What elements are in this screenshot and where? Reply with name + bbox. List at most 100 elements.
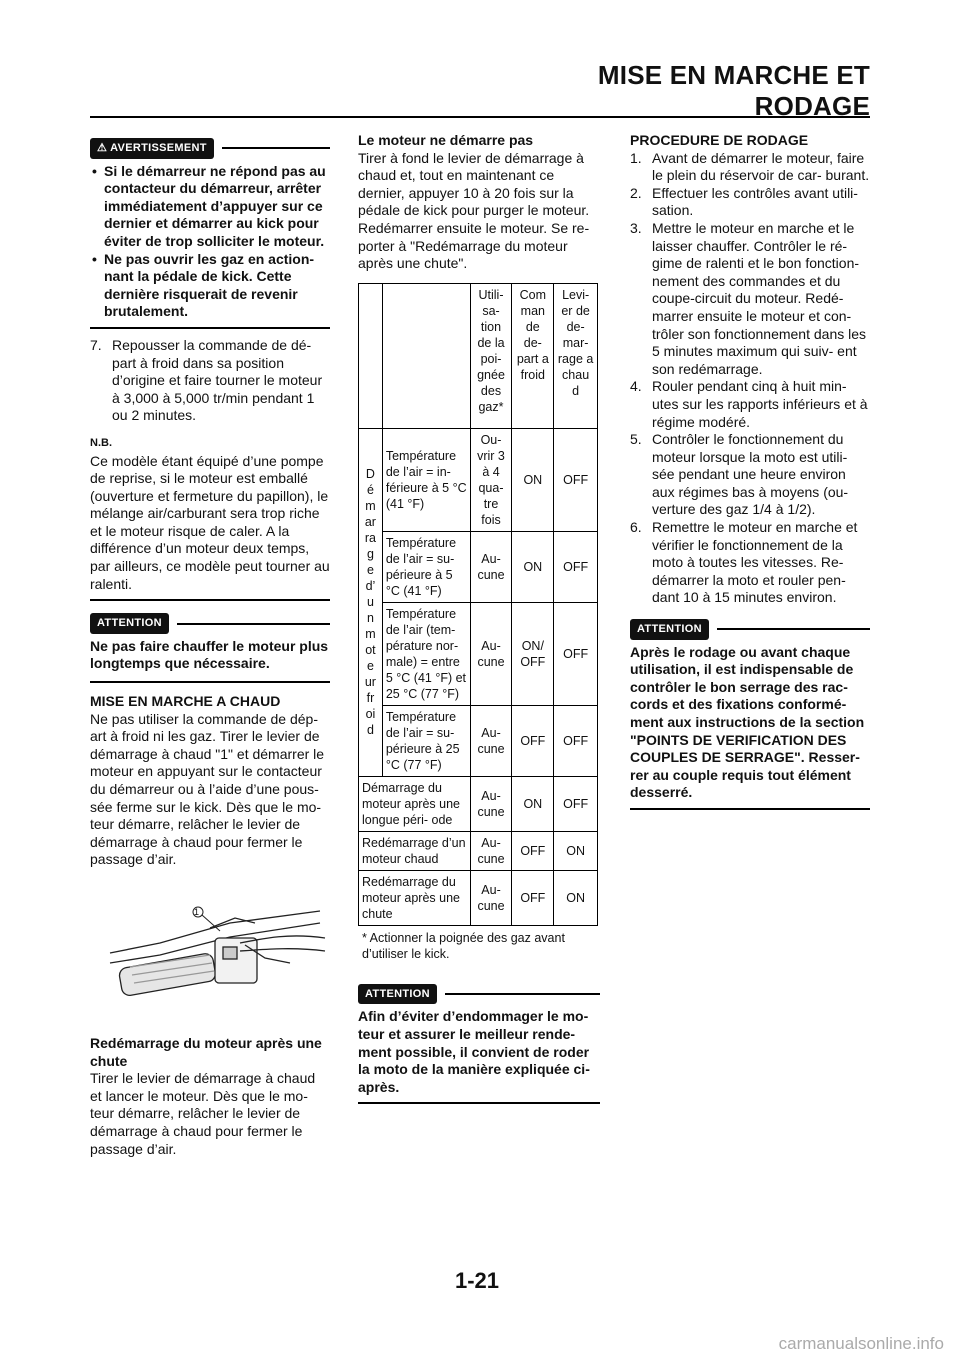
table-cell: Au- cune xyxy=(469,704,513,777)
table-cell: Température de l’air (tem- pérature nor-… xyxy=(381,601,471,706)
table-cell: Température de l’air = in- férieure à 5 … xyxy=(381,427,471,532)
table-cell: Redémarrage d’un moteur chaud xyxy=(358,830,471,871)
group-label: D é m ar ra g e d’ u n m ot e ur fr oi d xyxy=(358,427,383,777)
section-title: PROCEDURE DE RODAGE xyxy=(630,132,809,148)
step-number: 5. xyxy=(630,431,642,448)
step-number: 4. xyxy=(630,378,642,395)
table-row: Température de l’air = su- périeure à 25… xyxy=(359,704,598,777)
page-title: MISE EN MARCHE ET RODAGE xyxy=(597,60,870,121)
table-header: Com man de de- part a froid xyxy=(511,282,555,429)
step-text: Remettre le moteur en marche et vérifier… xyxy=(652,519,858,606)
table-cell: OFF xyxy=(553,530,598,603)
attention-badge: ATTENTION xyxy=(358,983,437,1005)
list-item: Si le démarreur ne répond pas au contact… xyxy=(90,163,330,251)
table-cell: ON xyxy=(511,530,555,603)
step-list: 1. Avant de démarrer le moteur, faire le … xyxy=(630,150,870,607)
table-header: Levi- er de de- mar- rage a chau d xyxy=(553,282,598,429)
attention-header: ATTENTION xyxy=(358,983,600,1005)
table-cell: OFF xyxy=(511,704,555,777)
hot-start-lever-illustration xyxy=(109,906,326,996)
warning-triangle-icon: ⚠ xyxy=(97,142,108,154)
note-block: N.B. Ce modèle étant équipé d’une pompe … xyxy=(90,435,330,593)
table-row: Redémarrage d’un moteur chaud Au- cune O… xyxy=(358,830,598,871)
table-row: Démarrage du moteur après une longue pér… xyxy=(358,775,598,832)
section-text: Tirer le levier de démarrage à chaud et … xyxy=(90,1070,316,1157)
page-number: 1-21 xyxy=(455,1268,500,1293)
watermark: carmanualsonline.info xyxy=(778,1334,944,1353)
warning-badge: ⚠ AVERTISSEMENT xyxy=(90,138,214,159)
warning-list: Si le démarreur ne répond pas au contact… xyxy=(90,163,330,321)
section-text: Tirer à fond le levier de démarrage à ch… xyxy=(358,149,590,272)
table-header-row: Utili- sa- tion de la poi- gnée des gaz*… xyxy=(358,282,598,429)
warning-header: ⚠ AVERTISSEMENT xyxy=(90,138,330,159)
step-number: 3. xyxy=(630,219,642,236)
header-rule xyxy=(90,116,870,118)
step-text: Mettre le moteur en marche et le laisser… xyxy=(652,219,867,377)
list-item: 4. Rouler pendant cinq à huit min- utes s… xyxy=(630,378,870,431)
table-cell: Démarrage du moteur après une longue pér… xyxy=(358,775,471,832)
table-cell: ON xyxy=(511,427,555,532)
list-item: 1. Avant de démarrer le moteur, faire le … xyxy=(630,150,870,185)
list-item: 3. Mettre le moteur en marche et le laiss… xyxy=(630,220,870,378)
handlebar-figure: 1 xyxy=(90,883,330,1023)
attention-text: Afin d’éviter d’endommager le mo- teur e… xyxy=(358,1008,590,1095)
table-cell: Température de l’air = su- périeure à 25… xyxy=(381,704,471,777)
table-row: D é m ar ra g e d’ u n m ot e ur fr oi d… xyxy=(358,427,598,777)
table-row: Redémarrage du moteur après une chute Au… xyxy=(358,869,598,926)
table-cell: Redémarrage du moteur après une chute xyxy=(358,869,471,926)
section-title: Redémarrage du moteur après une chute xyxy=(90,1034,322,1069)
divider xyxy=(90,681,330,684)
table-cell: Au- cune xyxy=(469,775,513,832)
table-row: Température de l’air = su- périeure à 5 … xyxy=(359,530,598,603)
note-label: N.B. xyxy=(90,436,112,449)
column-2: Le moteur ne démarre pas Tirer à fond le… xyxy=(358,132,600,1105)
table-header: Utili- sa- tion de la poi- gnée des gaz* xyxy=(469,282,513,429)
table-cell: Ou- vrir 3 à 4 qua- tre fois xyxy=(469,427,513,532)
attention-badge: ATTENTION xyxy=(630,619,709,640)
table-cell: ON xyxy=(553,830,598,871)
divider xyxy=(630,807,870,810)
divider xyxy=(358,1102,600,1105)
table-cell: Au- cune xyxy=(469,830,513,871)
attention-text: Après le rodage ou avant chaque utilisat… xyxy=(630,643,865,801)
attention-badge: ATTENTION xyxy=(90,613,169,634)
table-cell: Au- cune xyxy=(469,601,513,706)
step-text: Repousser la commande de dé- part à froi… xyxy=(112,336,323,424)
step-text: Rouler pendant cinq à huit min- utes sur… xyxy=(652,378,868,430)
step-list: 7. Repousser la commande de dé- part à f… xyxy=(90,337,330,425)
table-cell: ON xyxy=(511,775,555,832)
step-number: 6. xyxy=(630,519,642,536)
table-cell: OFF xyxy=(511,830,555,871)
list-item: 2. Effectuer les contrôles avant utili- s… xyxy=(630,185,870,220)
attention-header: ATTENTION xyxy=(630,619,870,640)
section-title: MISE EN MARCHE A CHAUD xyxy=(90,693,281,710)
table-cell: OFF xyxy=(553,427,598,532)
divider xyxy=(90,599,330,602)
table-cell: OFF xyxy=(511,869,555,926)
step-text: Avant de démarrer le moteur, faire le pl… xyxy=(652,149,870,184)
step-text: Contrôler le fonctionnement du moteur lo… xyxy=(652,431,849,518)
attention-header: ATTENTION xyxy=(90,613,330,634)
attention-text: Ne pas faire chauffer le moteur plus lon… xyxy=(90,637,329,672)
column-1: ⚠ AVERTISSEMENT Si le démarreur ne répon… xyxy=(90,138,330,1158)
table-cell: OFF xyxy=(553,704,598,777)
table-cell: OFF xyxy=(553,601,598,706)
step-number: 1. xyxy=(630,149,642,166)
warning-label: AVERTISSEMENT xyxy=(110,142,207,154)
table-row: Température de l’air (tem- pérature nor-… xyxy=(359,601,598,706)
section-title: Le moteur ne démarre pas xyxy=(358,132,534,148)
table-cell: OFF xyxy=(553,775,598,832)
step-number: 2. xyxy=(630,184,642,201)
figure-callout: 1 xyxy=(194,906,200,917)
list-item: 7. Repousser la commande de dé- part à f… xyxy=(90,337,330,425)
table-cell: ON/ OFF xyxy=(511,601,555,706)
table-cell: Au- cune xyxy=(469,530,513,603)
table-cell: Au- cune xyxy=(469,869,513,926)
table-footnote: * Actionner la poignée des gaz avant d’u… xyxy=(362,930,565,961)
step-text: Effectuer les contrôles avant utili- sat… xyxy=(652,184,858,219)
divider xyxy=(90,326,330,329)
table-cell: Température de l’air = su- périeure à 5 … xyxy=(381,530,471,603)
list-item: Ne pas ouvrir les gaz en action- nant la… xyxy=(90,251,330,321)
note-text: Ce modèle étant équipé d’une pompe de re… xyxy=(90,452,330,592)
step-number: 7. xyxy=(90,336,102,353)
